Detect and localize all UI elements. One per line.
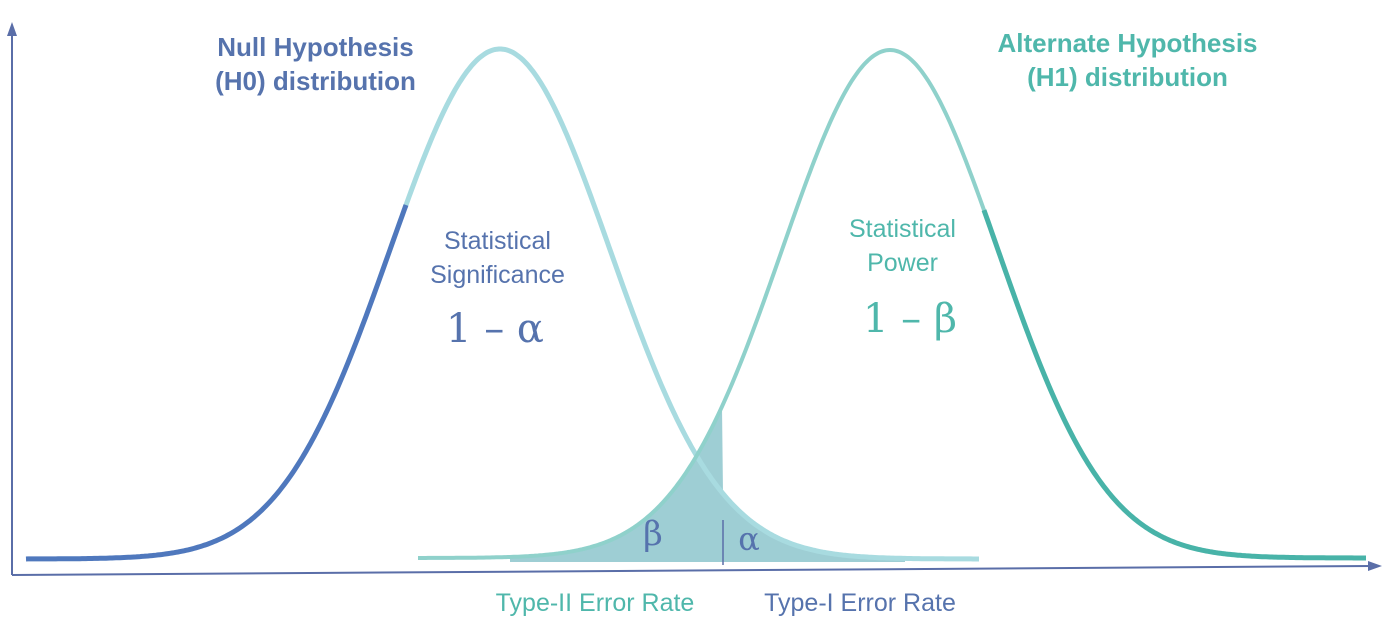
null-distribution-curve-faded: [402, 46, 979, 562]
null-hypothesis-title-line1: Null Hypothesis: [217, 32, 414, 62]
y-axis-arrow-icon: [7, 22, 17, 36]
error-overlap-area: [510, 406, 905, 562]
significance-line1: Statistical: [444, 227, 551, 255]
power-line1: Statistical: [849, 215, 956, 243]
alpha-symbol: α: [738, 520, 760, 558]
null-distribution-curve: [25, 204, 409, 562]
x-axis: [11, 565, 1373, 576]
power-line2: Power: [867, 249, 938, 277]
significance-line2: Significance: [430, 261, 565, 289]
statistical-significance-label: Statistical Significance: [405, 224, 590, 292]
null-hypothesis-title: Null Hypothesis (H0) distribution: [178, 30, 453, 98]
alternate-distribution-curve: [981, 209, 1366, 561]
null-hypothesis-title-line2: (H0) distribution: [215, 66, 416, 96]
alternate-hypothesis-title-line2: (H1) distribution: [1027, 62, 1228, 92]
power-formula: 1 – β: [862, 296, 957, 342]
significance-formula: 1 – α: [446, 306, 544, 352]
type-i-error-rate-label: Type-I Error Rate: [764, 589, 956, 617]
x-axis-arrow-icon: [1368, 561, 1382, 571]
alternate-hypothesis-title-line1: Alternate Hypothesis: [997, 28, 1258, 58]
statistical-power-label: Statistical Power: [820, 212, 985, 280]
type-ii-error-rate-label: Type-II Error Rate: [495, 589, 695, 617]
alternate-hypothesis-title: Alternate Hypothesis (H1) distribution: [960, 26, 1295, 94]
beta-symbol: β: [643, 514, 663, 554]
alternate-distribution-curve-faded: [418, 47, 988, 560]
